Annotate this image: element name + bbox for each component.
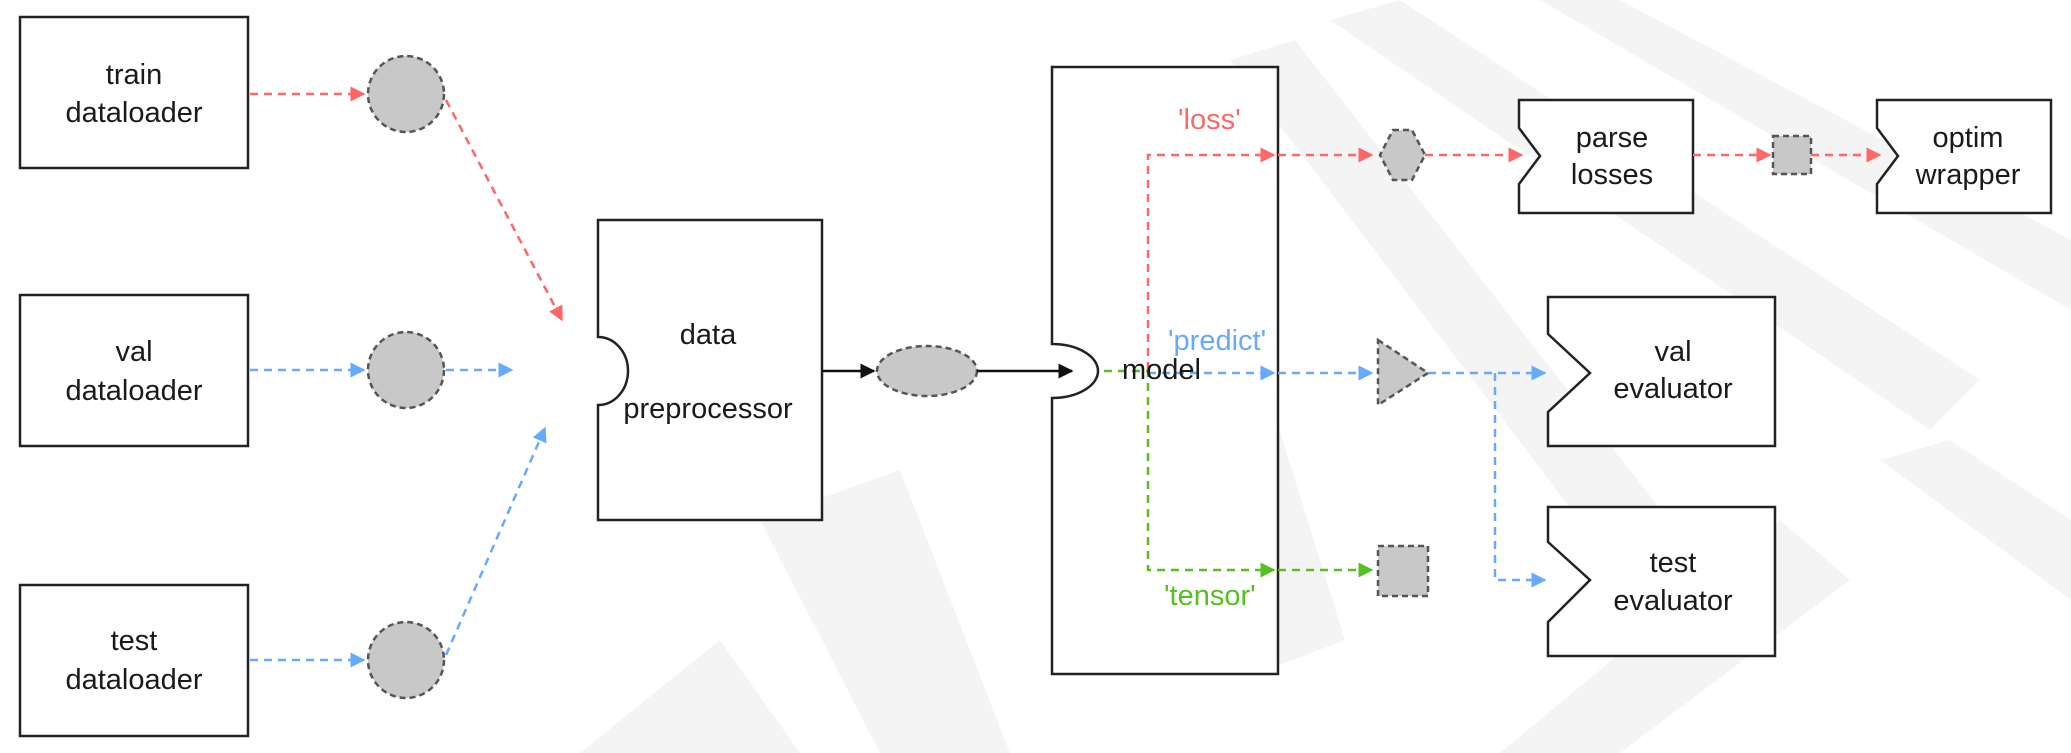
train-dataloader-node: train dataloader [18,15,250,170]
model-node [1050,65,1280,676]
val-evaluator-label-1: val [1654,336,1691,368]
tensor-branch [1104,369,1276,578]
predictions-shape [1376,337,1431,408]
val-dataloader-node: val dataloader [18,293,250,448]
val-batch-shape [366,330,446,410]
val-evaluator-node: val evaluator [1546,295,1777,448]
train-batch-shape [366,54,446,134]
val-dataloader-label-2: dataloader [65,375,202,407]
val-evaluator-label-2: evaluator [1613,373,1733,405]
train-to-preprocessor-arrow [444,99,564,322]
loss-mode-label: 'loss' [1178,104,1241,136]
model-label: model [1122,354,1201,386]
test-dataloader-node: test dataloader [18,583,250,738]
tensor-output-shape [1376,544,1430,598]
data-preprocessor-label-2: preprocessor [623,393,793,425]
data-preprocessor-label-1: data [680,319,737,351]
predict-mode-label: 'predict' [1168,325,1266,357]
test-dataloader-label-1: test [111,625,158,657]
test-batch-shape [366,620,446,700]
loss-branch [1146,147,1276,370]
to-test-evaluator-arrow [1493,373,1547,588]
test-evaluator-node: test evaluator [1546,505,1777,658]
optim-wrapper-node: optim wrapper [1875,98,2053,215]
loss-dict-shape [1378,128,1427,182]
parsed-loss-shape [1771,134,1813,176]
train-dataloader-label-1: train [106,59,162,91]
test-evaluator-label-1: test [1650,547,1697,579]
val-dataloader-label-1: val [115,336,152,368]
processed-batch-shape [875,344,979,398]
test-dataloader-label-2: dataloader [65,664,202,696]
train-dataloader-label-2: dataloader [65,97,202,129]
test-to-preprocessor-arrow [444,426,547,656]
parse-losses-label-2: losses [1571,159,1653,191]
optim-wrapper-label-1: optim [1933,122,2004,154]
test-evaluator-label-2: evaluator [1613,585,1733,617]
parse-losses-label-1: parse [1576,122,1649,154]
parse-losses-node: parse losses [1517,98,1695,215]
data-preprocessor-node: data preprocessor [596,218,824,522]
optim-wrapper-label-2: wrapper [1915,159,2021,191]
tensor-mode-label: 'tensor' [1164,580,1256,612]
